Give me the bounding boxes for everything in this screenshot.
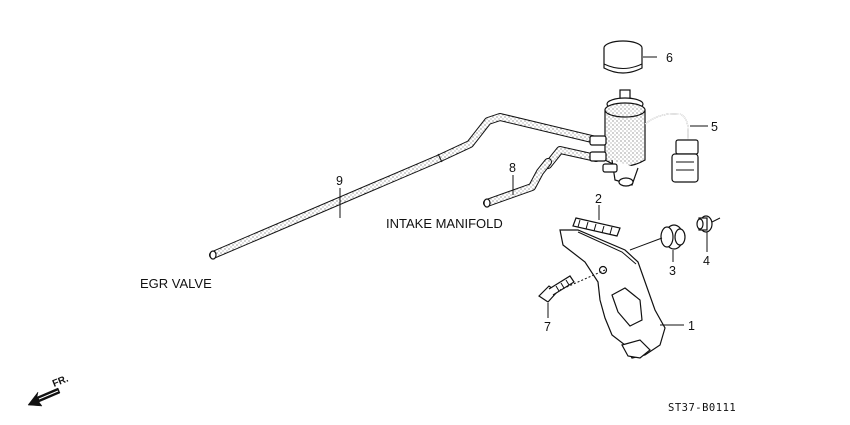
callout-3: 3	[669, 264, 676, 278]
bolt-7	[538, 275, 575, 303]
hose-9	[209, 113, 600, 260]
callout-4: 4	[703, 254, 710, 268]
leader-lines	[339, 56, 721, 326]
collar-4	[696, 215, 713, 233]
cap-6	[603, 40, 643, 74]
callout-1: 1	[688, 319, 695, 333]
diagram-code: ST37-B0111	[668, 402, 736, 414]
callout-9: 9	[336, 174, 343, 188]
egr-control-solenoid	[589, 89, 646, 187]
pad-2	[572, 217, 621, 237]
callout-5: 5	[711, 120, 718, 134]
front-direction-arrow-icon	[27, 387, 61, 407]
callout-2: 2	[595, 192, 602, 206]
front-direction-label: FR.	[51, 373, 70, 389]
callout-6: 6	[666, 51, 673, 65]
callout-7: 7	[544, 320, 551, 334]
hose-upper-branch	[544, 146, 600, 169]
egr-valve-label: EGR VALVE	[140, 276, 212, 291]
connector-harness	[644, 113, 699, 183]
callout-8: 8	[509, 161, 516, 175]
intake-manifold-label: INTAKE MANIFOLD	[386, 216, 503, 231]
grommet-3	[660, 224, 686, 250]
hose-8	[483, 158, 552, 208]
bracket-1	[559, 229, 666, 359]
